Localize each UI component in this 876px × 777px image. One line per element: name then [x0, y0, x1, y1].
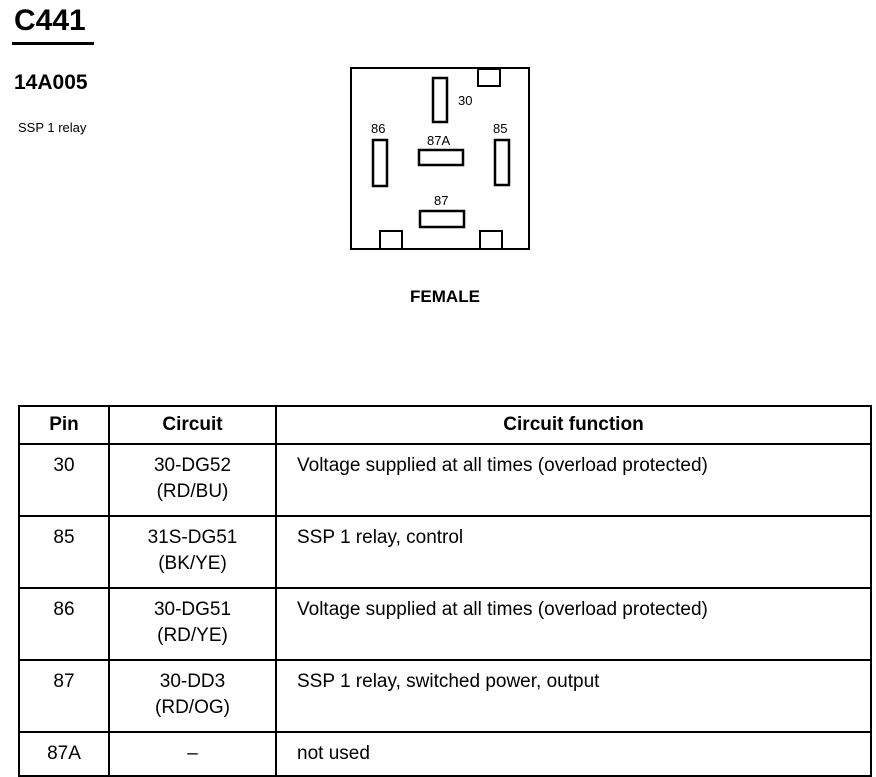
column-header-pin: Pin [18, 405, 110, 445]
wire-color: (BK/YE) [158, 553, 227, 574]
pin-label-87a: 87A [427, 133, 450, 148]
circuit-function-cell: Voltage supplied at all times (overload … [275, 587, 872, 661]
circuit-cell: 30-DG52 (RD/BU) [108, 443, 277, 517]
circuit-cell: 30-DD3 (RD/OG) [108, 659, 277, 733]
connector-housing [350, 67, 530, 250]
table-row: 86 30-DG51 (RD/YE) Voltage supplied at a… [18, 587, 872, 661]
connector-face-diagram: 30 86 87A 85 87 [350, 67, 530, 250]
connector-id-underline [12, 42, 94, 45]
circuit-cell: 30-DG51 (RD/YE) [108, 587, 277, 661]
pin-label-30: 30 [458, 93, 472, 108]
column-header-circuit-function: Circuit function [275, 405, 872, 445]
pin-cell: 30 [18, 443, 110, 517]
table-row: 30 30-DG52 (RD/BU) Voltage supplied at a… [18, 443, 872, 517]
pin-label-87: 87 [434, 193, 448, 208]
circuit-number: 31S-DG51 [147, 527, 238, 548]
circuit-number: 30-DG52 [153, 455, 232, 476]
pin-cell: 87A [18, 731, 110, 777]
key-tab-top-right [477, 68, 501, 87]
connector-id: C441 [14, 4, 86, 37]
component-name: SSP 1 relay [18, 120, 87, 135]
circuit-cell: 31S-DG51 (BK/YE) [108, 515, 277, 589]
terminal-85 [493, 138, 511, 187]
table-row: 87 30-DD3 (RD/OG) SSP 1 relay, switched … [18, 659, 872, 733]
key-tab-bottom-left [379, 230, 403, 250]
terminal-87 [418, 209, 466, 229]
circuit-number: 30-DD3 [159, 671, 226, 692]
key-tab-bottom-right [479, 230, 503, 250]
circuit-function-cell: not used [275, 731, 872, 777]
circuit-function-cell: SSP 1 relay, control [275, 515, 872, 589]
column-header-circuit: Circuit [108, 405, 277, 445]
terminal-86 [371, 138, 389, 188]
circuit-function-cell: SSP 1 relay, switched power, output [275, 659, 872, 733]
pin-cell: 87 [18, 659, 110, 733]
table-row: 85 31S-DG51 (BK/YE) SSP 1 relay, control [18, 515, 872, 589]
circuit-number: – [187, 743, 198, 764]
table-row: 87A – not used [18, 731, 872, 777]
pin-label-85: 85 [493, 121, 507, 136]
wire-color: (RD/BU) [156, 481, 229, 502]
terminal-87a [417, 148, 465, 167]
wire-color: (RD/OG) [155, 697, 230, 718]
pin-table: Pin Circuit Circuit function 30 30-DG52 … [18, 405, 872, 777]
pin-label-86: 86 [371, 121, 385, 136]
circuit-cell: – [108, 731, 277, 777]
table-header-row: Pin Circuit Circuit function [18, 405, 872, 445]
part-number: 14A005 [14, 71, 88, 94]
terminal-30 [431, 76, 449, 124]
circuit-number: 30-DG51 [153, 599, 232, 620]
wire-color: (RD/YE) [157, 625, 228, 646]
pin-cell: 86 [18, 587, 110, 661]
connector-view-label: FEMALE [410, 287, 480, 306]
circuit-function-cell: Voltage supplied at all times (overload … [275, 443, 872, 517]
pin-cell: 85 [18, 515, 110, 589]
